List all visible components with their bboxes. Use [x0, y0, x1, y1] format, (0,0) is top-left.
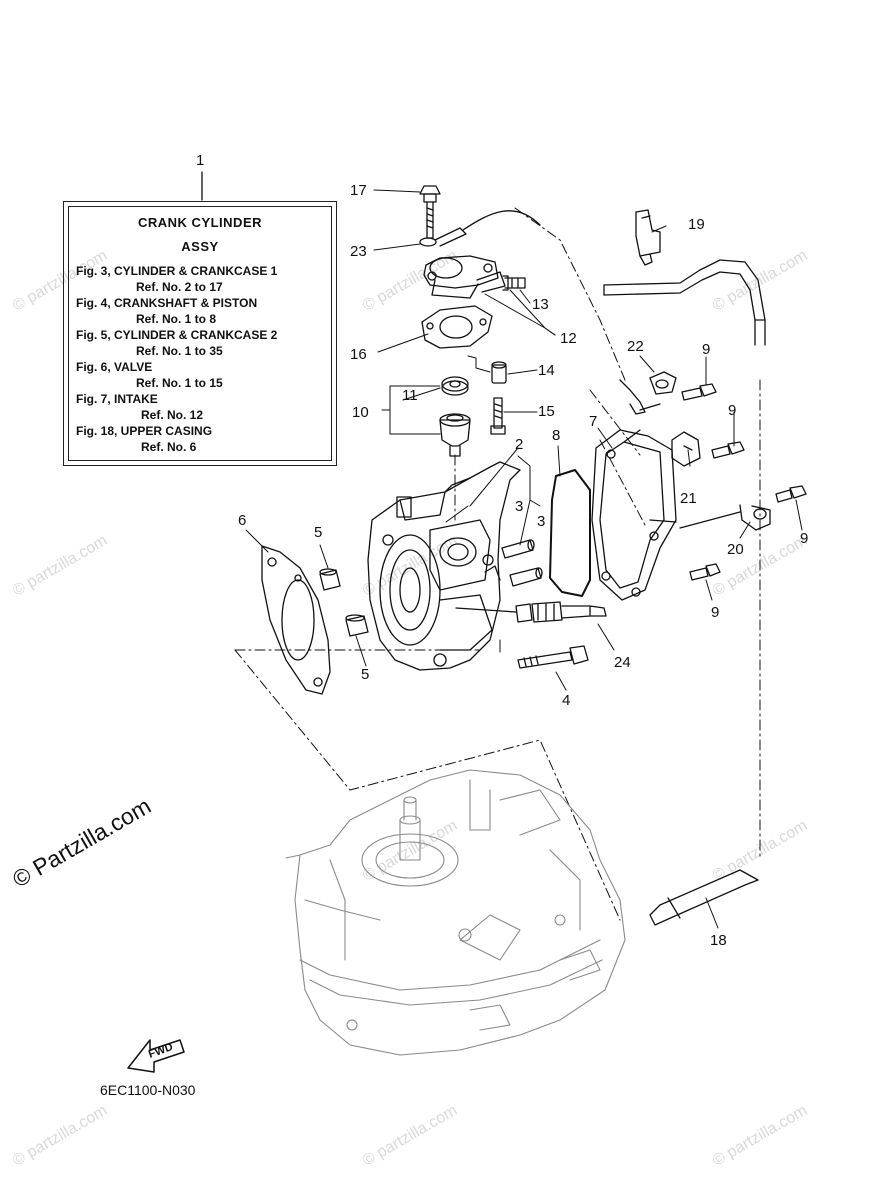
callout-17[interactable]: 17 [350, 182, 367, 199]
figure-reference: Fig. 7, INTAKE [76, 392, 158, 406]
grommet [649, 371, 677, 395]
info-box-inner: CRANK CYLINDER ASSY Fig. 3, CYLINDER & C… [68, 206, 332, 461]
callout-24[interactable]: 24 [614, 654, 631, 671]
callout-12[interactable]: 12 [560, 330, 577, 347]
dowel-5 [345, 614, 369, 637]
callout-21[interactable]: 21 [680, 490, 697, 507]
thermostat-seal [441, 376, 469, 396]
callout-14[interactable]: 14 [538, 362, 555, 379]
bolt-17 [419, 185, 441, 239]
callout-9[interactable]: 9 [702, 341, 711, 358]
callout-5[interactable]: 5 [314, 524, 323, 541]
dowel-pin [501, 539, 535, 559]
clamp-21 [671, 431, 701, 467]
bolt-9 [775, 485, 807, 503]
callout-22[interactable]: 22 [627, 338, 644, 355]
callout-15[interactable]: 15 [538, 403, 555, 420]
callout-4[interactable]: 4 [562, 692, 571, 709]
info-box: CRANK CYLINDER ASSY Fig. 3, CYLINDER & C… [63, 201, 337, 466]
callout-11[interactable]: 11 [402, 387, 418, 404]
callout-5[interactable]: 5 [361, 666, 370, 683]
callout-13[interactable]: 13 [532, 296, 549, 313]
info-box-subtitle: ASSY [181, 239, 219, 254]
figure-reference: Fig. 5, CYLINDER & CRANKCASE 2 [76, 328, 278, 342]
hose-clip [635, 209, 661, 266]
ref-range: Ref. No. 12 [141, 408, 204, 422]
dowel-pin [509, 567, 543, 587]
bolt-13 [502, 275, 526, 291]
ref-range: Ref. No. 1 to 15 [136, 376, 223, 390]
callout-18[interactable]: 18 [710, 932, 727, 949]
water-hose [603, 259, 766, 926]
cylinder-head-cover [591, 429, 677, 601]
bolt-9 [689, 563, 721, 581]
head-gasket [261, 545, 331, 695]
callout-10[interactable]: 10 [352, 404, 369, 421]
callout-9[interactable]: 9 [800, 530, 809, 547]
leader-lines [245, 189, 803, 929]
forward-arrow-icon [127, 1039, 185, 1073]
bolt-9 [711, 441, 745, 459]
callout-23[interactable]: 23 [350, 243, 367, 260]
figure-reference: Fig. 6, VALVE [76, 360, 153, 374]
callout-2[interactable]: 2 [515, 436, 524, 453]
crank-cylinder-head [367, 461, 521, 671]
callout-1[interactable]: 1 [196, 152, 205, 169]
crankcase-block [285, 769, 626, 1056]
ref-range: Ref. No. 1 to 8 [136, 312, 217, 326]
thermostat [439, 413, 471, 457]
callout-9[interactable]: 9 [711, 604, 720, 621]
bolt-15 [490, 397, 506, 435]
callout-16[interactable]: 16 [350, 346, 367, 363]
callout-3[interactable]: 3 [515, 498, 524, 515]
callout-9[interactable]: 9 [728, 402, 737, 419]
cover-gasket [549, 469, 591, 597]
figure-reference: Fig. 3, CYLINDER & CRANKCASE 1 [76, 264, 278, 278]
ref-range: Ref. No. 2 to 17 [136, 280, 223, 294]
spark-plug [455, 601, 607, 623]
bolt-9 [681, 383, 717, 401]
callout-20[interactable]: 20 [727, 541, 744, 558]
clamp-20 [679, 504, 771, 531]
callout-8[interactable]: 8 [552, 427, 561, 444]
callout-3[interactable]: 3 [537, 513, 546, 530]
figure-reference: Fig. 4, CRANKSHAFT & PISTON [76, 296, 258, 310]
thermostat-cover [423, 255, 506, 299]
dowel-5 [319, 568, 341, 591]
wire-terminal [619, 379, 661, 415]
thermostat-gasket [421, 305, 493, 349]
callout-6[interactable]: 6 [238, 512, 247, 529]
diagram-code: 6EC1100-N030 [100, 1082, 196, 1098]
figure-reference: Fig. 18, UPPER CASING [76, 424, 213, 438]
collar [491, 361, 507, 384]
info-box-title: CRANK CYLINDER [138, 215, 262, 230]
ref-range: Ref. No. 1 to 35 [136, 344, 223, 358]
callout-7[interactable]: 7 [589, 413, 598, 430]
callout-19[interactable]: 19 [688, 216, 705, 233]
washer-terminal [419, 210, 541, 247]
bolt-4 [517, 645, 589, 669]
ref-range: Ref. No. 6 [141, 440, 197, 454]
